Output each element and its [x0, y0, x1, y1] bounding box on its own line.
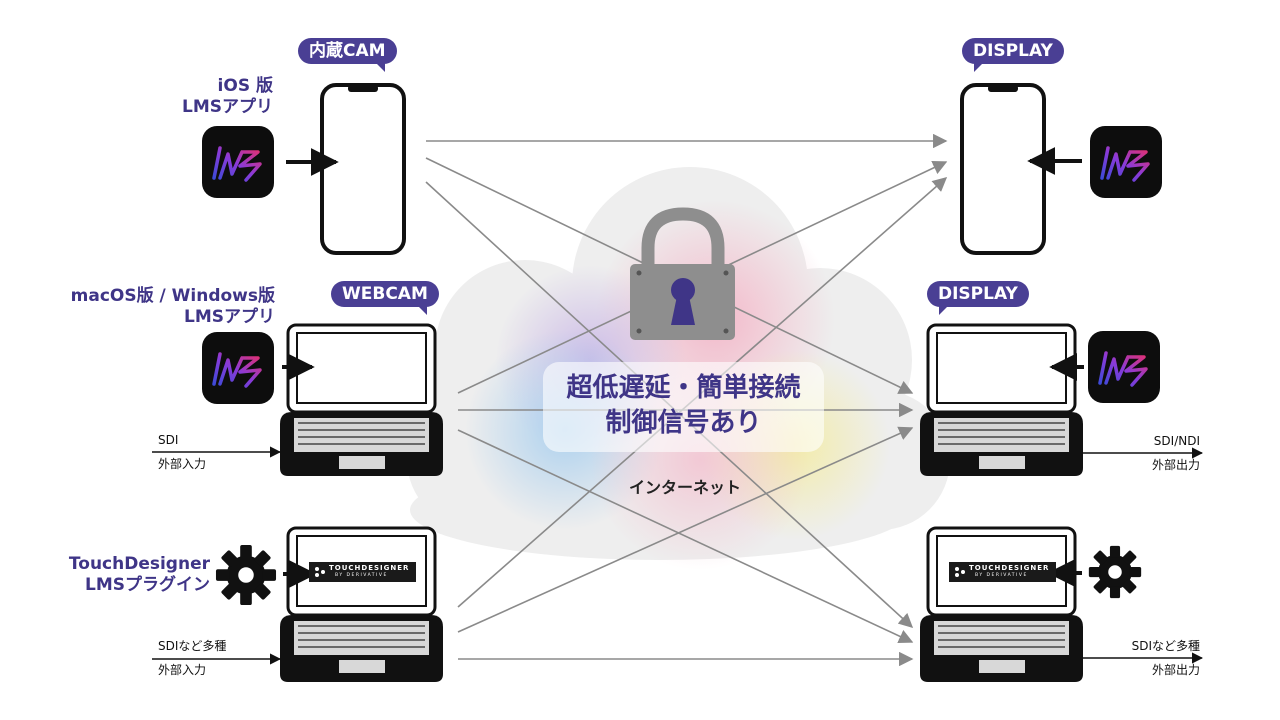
lms-app-icon: [202, 332, 274, 404]
gear-icon: [1088, 545, 1142, 599]
link-desktop-to-td: [457, 429, 914, 644]
sdi-various-input-label: SDIなど多種: [158, 639, 227, 653]
external-input-label: 外部入力: [158, 457, 207, 471]
lms-app-icon: [202, 126, 274, 198]
ios-camera-bubble: 内蔵CAM: [298, 38, 397, 72]
phone-display-bubble: DISPLAY: [962, 38, 1064, 72]
receiver-phone: [960, 83, 1046, 255]
external-output-label: 外部出力: [1151, 458, 1200, 472]
sender-td-laptop: [280, 526, 443, 682]
desktop-app-label: macOS版 / Windows版 LMSアプリ: [70, 286, 275, 327]
sdi-various-output-label: SDIなど多種: [1131, 639, 1200, 653]
padlock-icon: [630, 207, 735, 340]
external-input-label-2: 外部入力: [158, 663, 207, 677]
sdi-ndi-output-label: SDI/NDI: [1153, 434, 1200, 448]
touchdesigner-logo: TOUCHDESIGNER BY DERIVATIVE: [949, 562, 1056, 582]
touchdesigner-logo: TOUCHDESIGNER BY DERIVATIVE: [309, 562, 416, 582]
webcam-bubble: WEBCAM: [331, 281, 439, 315]
ios-app-label: iOS 版 LMSアプリ: [182, 76, 273, 117]
laptop-display-bubble: DISPLAY: [927, 281, 1029, 315]
headline-line2: 制御信号あり: [605, 408, 762, 438]
external-output-label-2: 外部出力: [1151, 663, 1200, 677]
app-arrows: [282, 147, 1084, 588]
io-arrows: [152, 446, 1204, 665]
sender-phone: [320, 83, 406, 255]
lms-app-icon: [1088, 331, 1160, 403]
receiver-laptop: [920, 323, 1083, 476]
gear-icon: [215, 544, 277, 606]
receiver-td-laptop: [920, 526, 1083, 682]
sender-laptop: [280, 323, 443, 476]
headline-line1: 超低遅延・簡単接続: [566, 373, 801, 403]
sdi-input-label: SDI: [158, 433, 179, 447]
headline-box: 超低遅延・簡単接続 制御信号あり: [543, 362, 824, 452]
internet-label: インターネット: [628, 478, 741, 497]
touchdesigner-plugin-label: TouchDesigner LMSプラグイン: [68, 554, 210, 595]
lms-app-icon: [1090, 126, 1162, 198]
link-td-to-laptop: [457, 426, 914, 633]
